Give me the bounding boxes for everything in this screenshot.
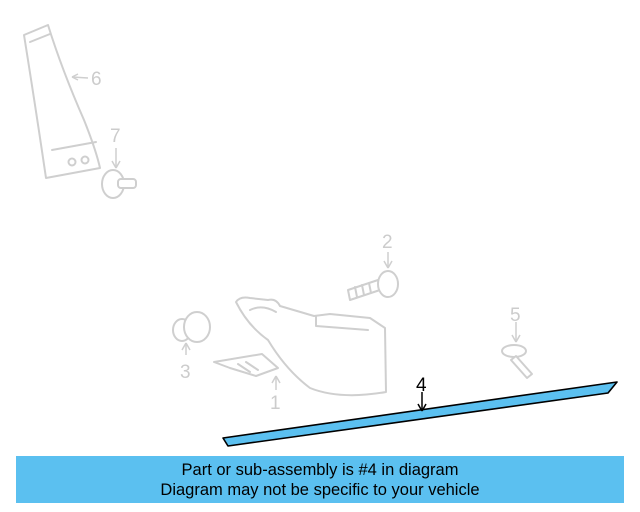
part-2-bolt [347, 252, 399, 301]
part-4-molding [222, 381, 618, 447]
part-5-screw [501, 322, 533, 379]
part-7-clip [101, 148, 137, 199]
callout-7: 7 [110, 126, 121, 147]
callout-1: 1 [270, 393, 281, 414]
banner-line-part: Part or sub-assembly is #4 in diagram [181, 461, 459, 479]
part-1-bracket [213, 296, 387, 397]
part-6-pillar-trim [23, 24, 101, 179]
callout-3: 3 [180, 362, 191, 383]
callout-6: 6 [91, 69, 102, 90]
part-3-clip [172, 311, 211, 355]
part-info-banner: Part or sub-assembly is #4 in diagram Di… [16, 456, 624, 503]
banner-line-disclaimer: Diagram may not be specific to your vehi… [160, 481, 480, 499]
callout-5: 5 [510, 305, 521, 326]
callout-2: 2 [382, 232, 393, 253]
callout-4: 4 [416, 375, 427, 396]
